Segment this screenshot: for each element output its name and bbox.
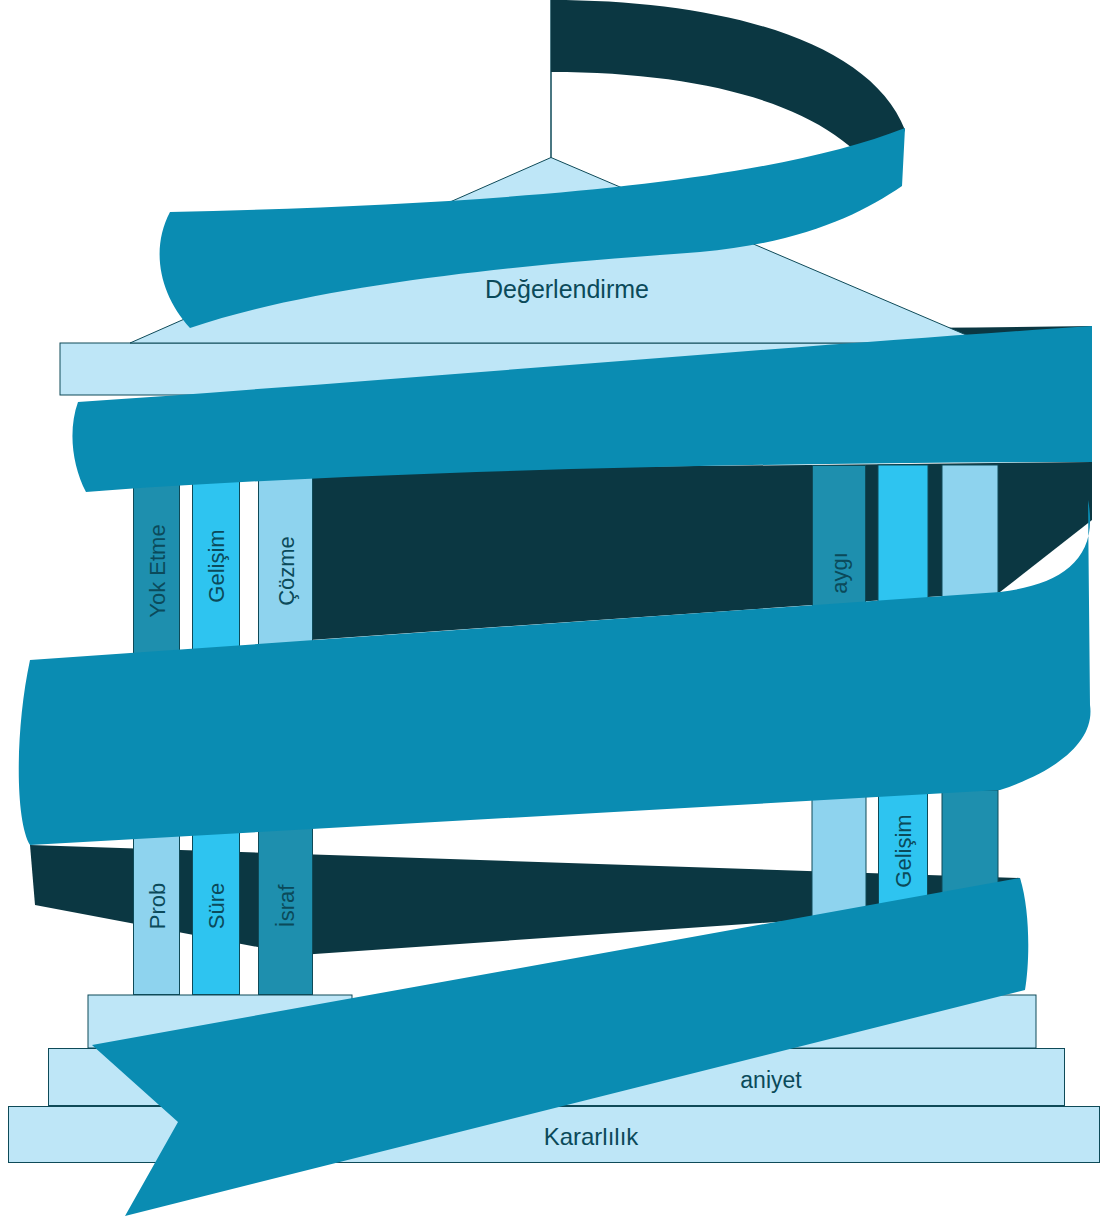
pillar: aygı xyxy=(812,465,866,610)
pillar-label: Gelişim xyxy=(893,814,915,887)
column-base xyxy=(88,995,352,1048)
ribbon-flag xyxy=(551,0,905,182)
pillar: Gelişim xyxy=(192,470,240,660)
tier-label: Değerlendirme xyxy=(485,277,649,302)
column xyxy=(812,790,866,995)
column-base xyxy=(770,995,1036,1048)
step: Kararlılık xyxy=(8,1106,1100,1163)
pillar-label: Çözme xyxy=(276,536,298,606)
step: aniyet xyxy=(48,1048,1065,1106)
pillar-label: Prob xyxy=(147,883,169,929)
architrave xyxy=(60,343,1000,395)
ribbon-back xyxy=(310,462,1092,640)
pillar: Süre xyxy=(192,820,240,995)
pediment: Değerlendirme xyxy=(130,157,985,343)
column xyxy=(878,465,928,610)
pillar: İsraf xyxy=(258,820,313,995)
pillar: Yok Etme xyxy=(133,470,180,660)
pillar: Gelişim xyxy=(878,790,928,995)
pillar: Prob xyxy=(133,820,180,995)
pillar-label: Gelişim xyxy=(206,529,228,602)
ribbon-front xyxy=(160,128,905,328)
pediment-outline xyxy=(130,157,985,343)
pediment-shape xyxy=(130,158,985,344)
column xyxy=(942,790,998,995)
ribbon-front xyxy=(19,500,1091,845)
pillar-label: aygı xyxy=(829,552,851,594)
column xyxy=(942,465,998,610)
pillar-label: Süre xyxy=(206,883,228,929)
pillar-label: Yok Etme xyxy=(147,524,169,617)
pillar-label: İsraf xyxy=(276,885,298,928)
tier-label: Kararlılık xyxy=(544,1125,639,1149)
ribbon-tail xyxy=(92,878,1028,1216)
pillar: Çözme xyxy=(258,470,313,660)
ribbon-front xyxy=(72,326,1092,492)
tier-label: aniyet xyxy=(740,1069,801,1092)
